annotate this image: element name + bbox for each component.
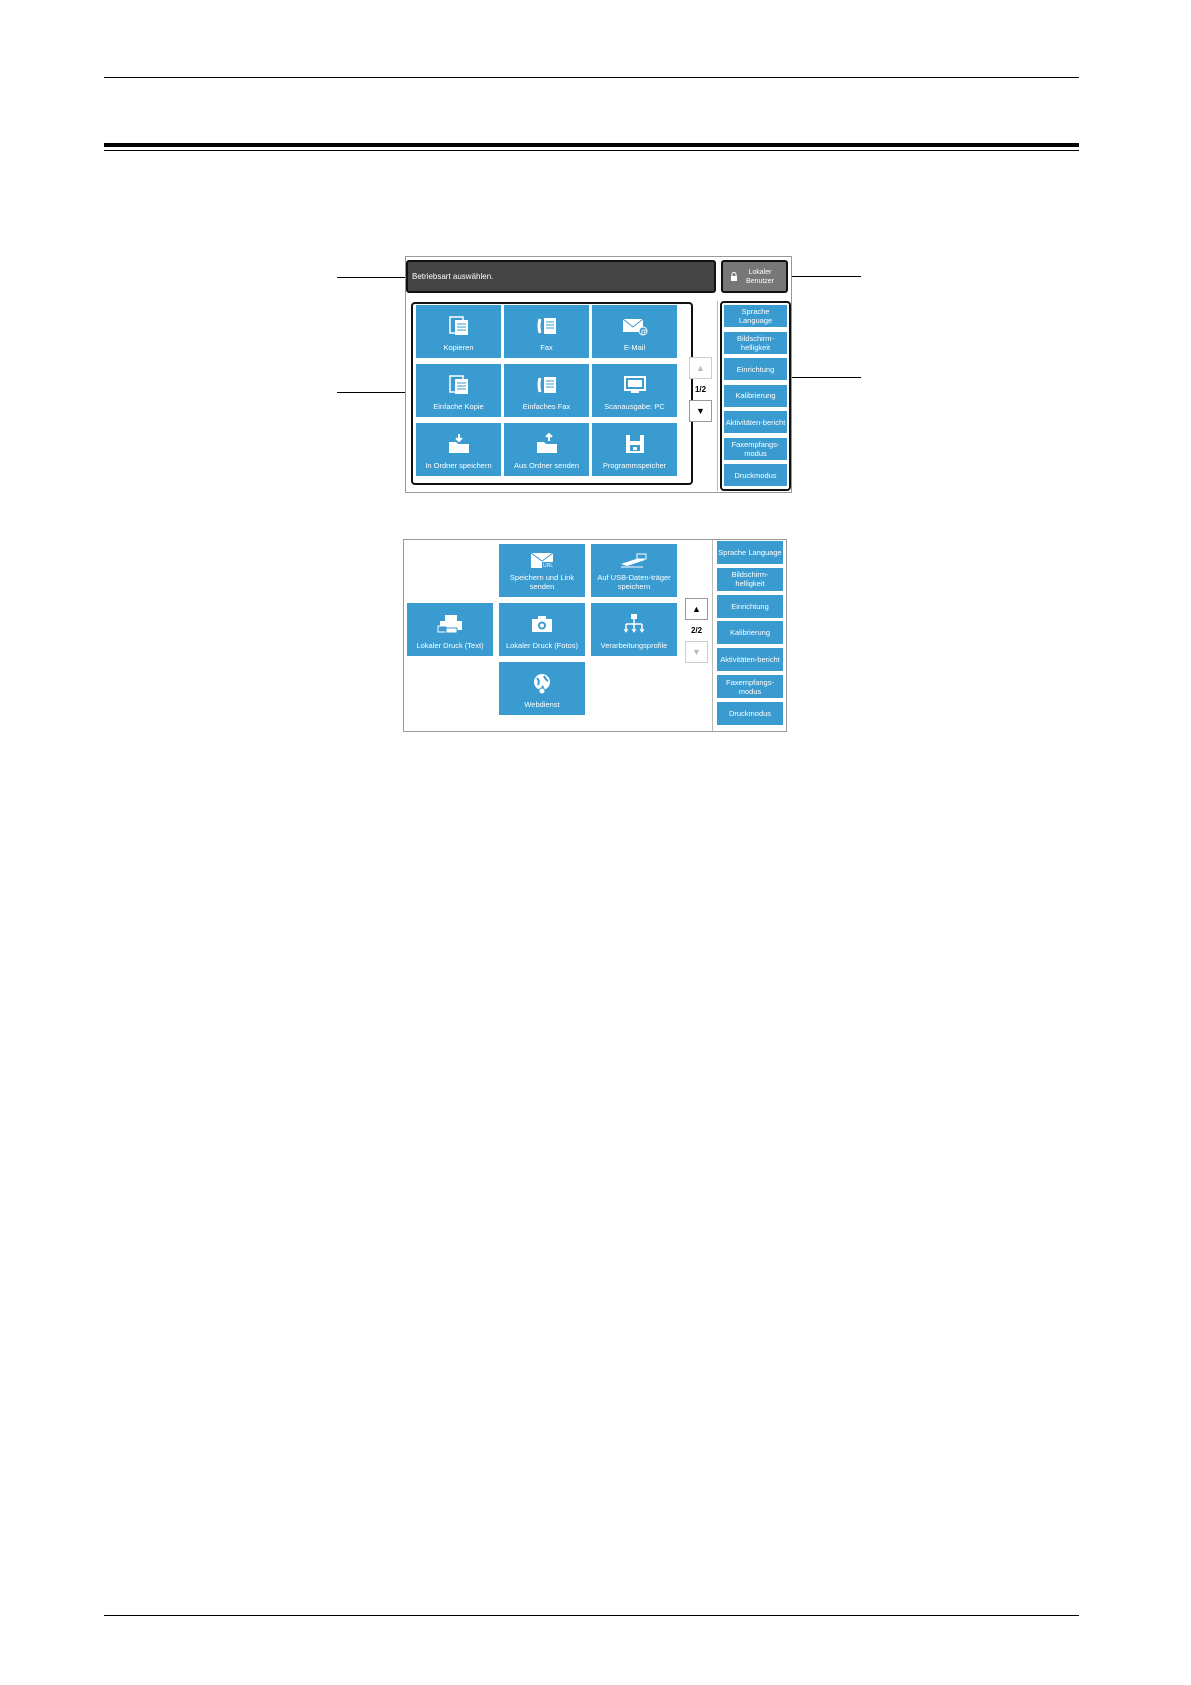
page-down-button-2[interactable]: ▼: [685, 641, 708, 663]
side-menu-button[interactable]: Bildschirm-helligkeit: [717, 567, 783, 591]
service-tile[interactable]: Verarbeitungsprofile: [591, 603, 677, 656]
local-user-label: Lokaler Benutzer: [745, 268, 775, 285]
side-menu-button[interactable]: Sprache Language: [717, 541, 783, 564]
service-tile[interactable]: URL Speichern und Link senden: [499, 544, 585, 597]
service-tile[interactable]: Einfaches Fax: [504, 364, 589, 417]
side-menu-button[interactable]: Aktivitäten-bericht: [724, 411, 787, 433]
service-tile[interactable]: Programmspeicher: [592, 423, 677, 476]
side-menu-button[interactable]: Aktivitäten-bericht: [717, 648, 783, 672]
floppy-icon: [624, 423, 646, 461]
divider: [717, 301, 718, 491]
callout-line-user: [789, 276, 861, 277]
callout-line-tiles: [337, 392, 412, 393]
local-user-button[interactable]: Lokaler Benutzer: [721, 260, 788, 293]
service-tile-label: Einfache Kopie: [433, 402, 484, 411]
service-tile[interactable]: Auf USB-Daten-träger speichern: [591, 544, 677, 597]
fax-icon: [536, 364, 558, 402]
page-indicator-2: 2/2: [690, 626, 703, 635]
globe-icon: [531, 662, 553, 700]
service-tile[interactable]: In Ordner speichern: [416, 423, 501, 476]
copy-icon: [448, 364, 470, 402]
url-mail-icon: URL: [529, 544, 555, 573]
service-tile[interactable]: @ E-Mail: [592, 305, 677, 358]
page-up-button-2[interactable]: ▲: [685, 598, 708, 620]
side-menu: [720, 301, 791, 491]
email-icon: @: [622, 305, 648, 343]
service-tile[interactable]: Einfache Kopie: [416, 364, 501, 417]
service-tile-label: Verarbeitungsprofile: [600, 641, 668, 650]
service-grid: [411, 302, 693, 485]
page-up-button[interactable]: ▲: [689, 357, 712, 379]
service-tile-label: Speichern und Link senden: [509, 573, 575, 591]
service-tile-label: Auf USB-Daten-träger speichern: [597, 573, 671, 591]
folder-out-icon: [535, 423, 559, 461]
service-tile-label: E-Mail: [623, 343, 646, 352]
header-rule: [104, 77, 1079, 78]
callout-line-message: [337, 277, 409, 278]
service-tile[interactable]: Webdienst: [499, 662, 585, 715]
service-tile-label: Lokaler Druck (Text): [416, 641, 484, 650]
side-menu-button[interactable]: Einrichtung: [724, 358, 787, 380]
touch-screen-page-2: URL Speichern und Link senden Auf USB-Date…: [403, 539, 787, 732]
svg-text:URL: URL: [543, 563, 553, 569]
printer-icon: [437, 603, 463, 641]
service-tile-label: Einfaches Fax: [522, 402, 571, 411]
service-tile-label: Webdienst: [524, 700, 560, 709]
side-menu-button[interactable]: Kalibrierung: [717, 621, 783, 645]
lock-icon: [731, 272, 737, 281]
service-tile-label: Kopieren: [443, 343, 474, 352]
service-tile[interactable]: Lokaler Druck (Fotos): [499, 603, 585, 656]
workflow-icon: [622, 603, 646, 641]
side-menu-button[interactable]: Druckmodus: [717, 701, 783, 725]
monitor-icon: [623, 364, 647, 402]
touch-screen-page-1: Betriebsart auswählen. Lokaler Benutzer …: [405, 256, 792, 493]
service-tile-label: Lokaler Druck (Fotos): [505, 641, 579, 650]
page-indicator: 1/2: [694, 385, 707, 394]
service-tile[interactable]: Scanausgabe: PC: [592, 364, 677, 417]
callout-line-side: [789, 377, 861, 378]
side-menu-button[interactable]: Kalibrierung: [724, 384, 787, 407]
message-text: Betriebsart auswählen.: [412, 272, 494, 281]
section-rule-thick: [104, 143, 1079, 147]
footer-rule: [104, 1615, 1079, 1616]
service-tile-label: In Ordner speichern: [425, 461, 492, 470]
service-tile[interactable]: Kopieren: [416, 305, 501, 358]
svg-text:@: @: [640, 330, 646, 336]
service-tile-label: Programmspeicher: [602, 461, 667, 470]
message-bar: Betriebsart auswählen.: [406, 260, 716, 293]
side-menu-button[interactable]: Sprache Language: [724, 305, 787, 327]
usb-icon: [619, 544, 649, 573]
service-tile-label: Fax: [540, 343, 553, 352]
side-menu-button[interactable]: Faxempfangs-modus: [717, 675, 783, 698]
service-tile-label: Scanausgabe: PC: [604, 402, 665, 411]
folder-in-icon: [447, 423, 471, 461]
page-down-button[interactable]: ▼: [689, 400, 712, 422]
section-rule-thin: [104, 150, 1079, 151]
service-tile[interactable]: Aus Ordner senden: [504, 423, 589, 476]
service-tile[interactable]: Lokaler Druck (Text): [407, 603, 493, 656]
divider-2: [712, 540, 713, 731]
side-menu-button[interactable]: Einrichtung: [717, 594, 783, 618]
camera-icon: [530, 603, 554, 641]
side-menu-button[interactable]: Faxempfangs-modus: [724, 437, 787, 460]
fax-icon: [536, 305, 558, 343]
service-tile-label: Aus Ordner senden: [513, 461, 580, 470]
service-tile[interactable]: Fax: [504, 305, 589, 358]
copy-icon: [448, 305, 470, 343]
side-menu-button[interactable]: Bildschirm-helligkeit: [724, 331, 787, 354]
side-menu-button[interactable]: Druckmodus: [724, 464, 787, 486]
